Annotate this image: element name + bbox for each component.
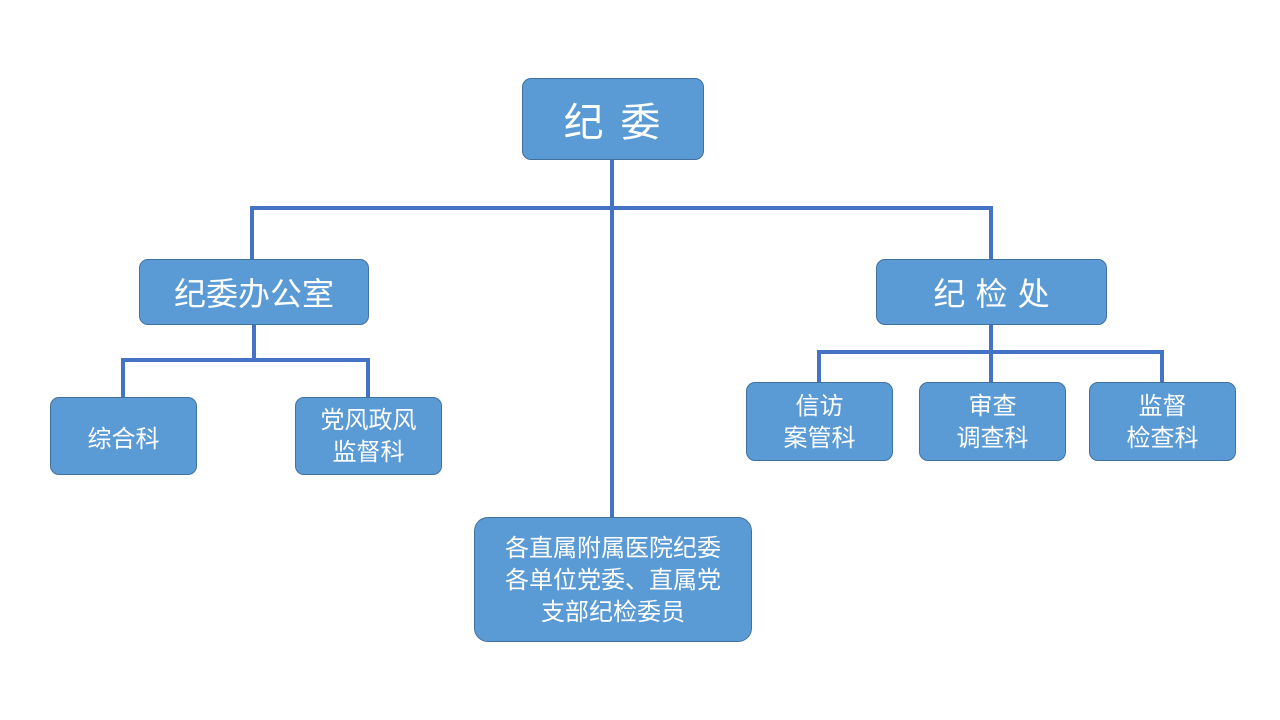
connector-inspect-to-xinfang [817,350,991,382]
node-affiliated-units: 各直属附属医院纪委 各单位党委、直属党 支部纪检委员 [474,517,752,642]
node-jiandu-ke: 监督 检查科 [1089,382,1236,461]
node-dangfeng-ke: 党风政风 监督科 [295,397,442,475]
node-zonghe-ke: 综合科 [50,397,197,475]
connector-office-to-zonghe [121,358,254,397]
node-jiwei-office: 纪委办公室 [139,259,369,325]
node-jiwei: 纪 委 [522,78,704,160]
node-shencha-ke: 审查 调查科 [919,382,1066,461]
connector-office-to-dangfeng [254,358,370,397]
connector-root-to-inspect [612,206,993,259]
node-jijian-chu: 纪 检 处 [876,259,1107,325]
node-xinfang-ke: 信访 案管科 [746,382,893,461]
connector-inspect-to-jiandu [991,350,1164,382]
connector-root-to-office [250,206,612,259]
